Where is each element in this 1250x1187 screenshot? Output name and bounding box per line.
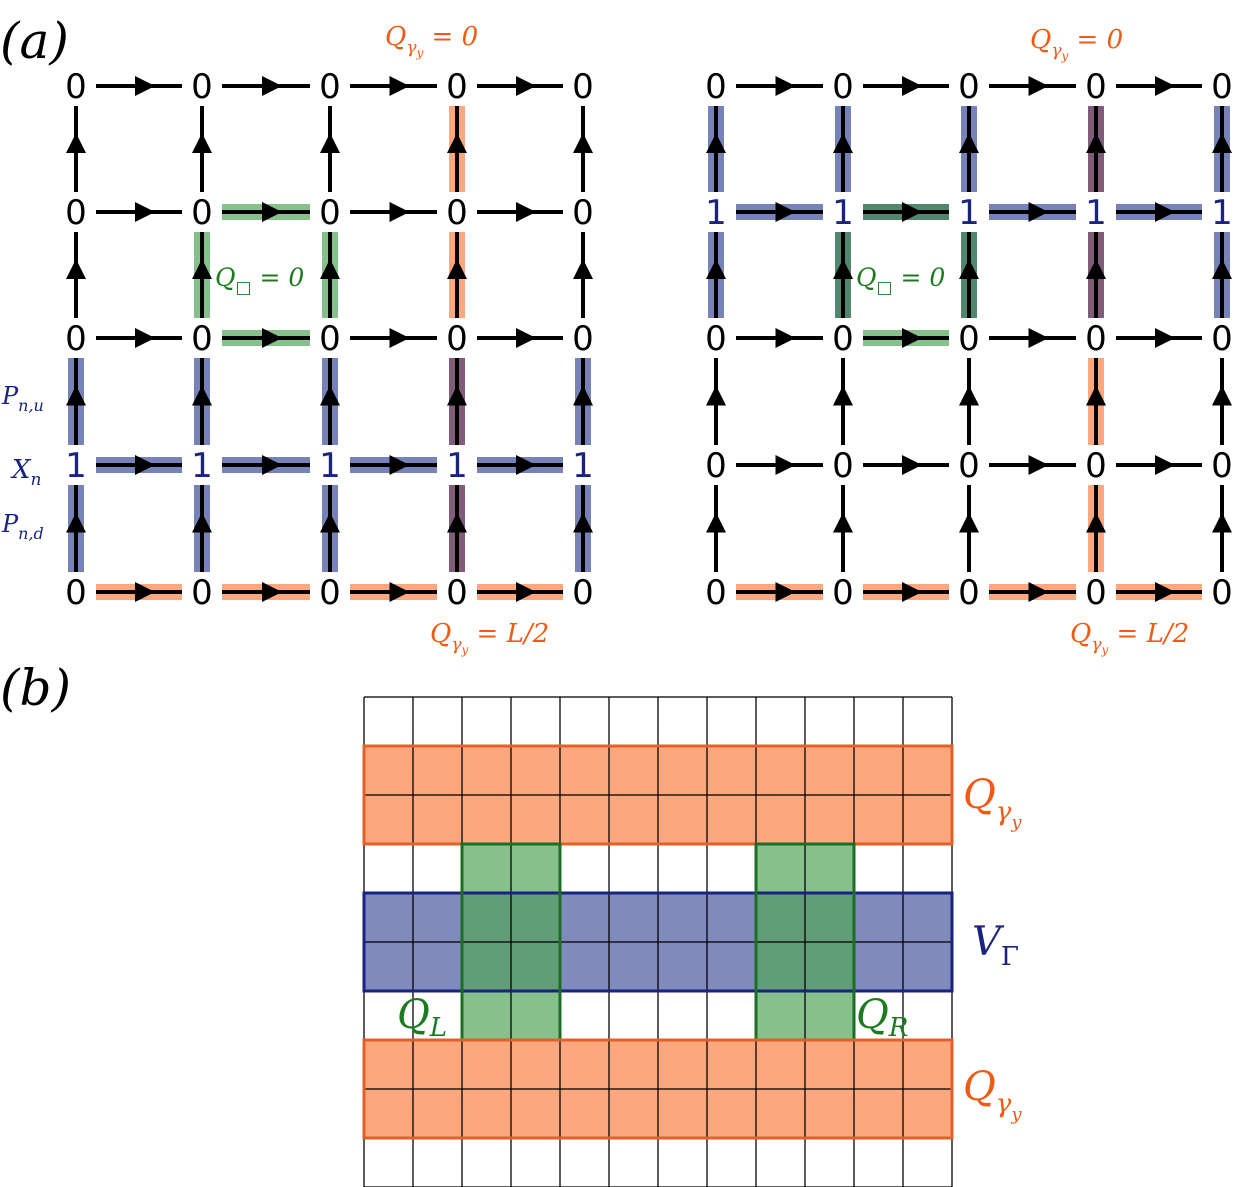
node-value: 0 [191, 193, 213, 233]
node-value: 0 [191, 319, 213, 359]
node-value: 1 [191, 446, 213, 486]
node-value: 1 [958, 193, 980, 233]
node-value: 0 [319, 319, 341, 359]
left-lattice: 0 0 0 0 0 0 0 0 0 0 0 0 0 0 0 1 1 1 1 1 0 0 0 0 0 [65, 67, 594, 613]
panel-a-tag: (a) [0, 12, 69, 70]
node-value: 0 [958, 446, 980, 486]
node-value: 0 [446, 573, 468, 613]
node-value: 0 [832, 319, 854, 359]
right-nodes: 0 0 0 0 0 1 1 1 1 1 0 0 0 0 0 0 0 0 0 0 0 0 0 0 0 [705, 67, 1233, 613]
node-value: 0 [705, 319, 727, 359]
node-value: 0 [65, 67, 87, 107]
node-value: 1 [446, 446, 468, 486]
node-value: 1 [832, 193, 854, 233]
node-value: 0 [832, 573, 854, 613]
panel-b-tag: (b) [0, 659, 71, 717]
node-value: 0 [1085, 446, 1107, 486]
node-value: 0 [1211, 573, 1233, 613]
band-outline [362, 744, 954, 846]
node-value: 0 [65, 573, 87, 613]
p-n-d-label: Pn,d [1, 510, 44, 543]
node-value: 0 [1085, 67, 1107, 107]
node-value: 0 [705, 573, 727, 613]
node-value: 0 [1211, 446, 1233, 486]
node-value: 0 [572, 319, 594, 359]
node-value: 0 [446, 193, 468, 233]
left-q-gamma-bottom-label: Qγy = L/2 [430, 619, 549, 657]
left-edges [66, 76, 593, 602]
panel-b-grid [362, 696, 954, 1187]
node-value: 0 [572, 573, 594, 613]
left-q-box-label: Q□ = 0 [215, 263, 304, 298]
node-value: 0 [958, 319, 980, 359]
node-value: 1 [572, 446, 594, 486]
node-value: 0 [446, 319, 468, 359]
band-outline [362, 1038, 954, 1140]
b-q-gamma-top-label: Qγy [963, 772, 1022, 833]
node-value: 0 [191, 573, 213, 613]
left-nodes: 0 0 0 0 0 0 0 0 0 0 0 0 0 0 0 1 1 1 1 1 0 0 0 0 0 [65, 67, 594, 613]
node-value: 0 [832, 67, 854, 107]
node-value: 0 [191, 67, 213, 107]
q-right-label: QR [856, 992, 908, 1043]
node-value: 0 [572, 67, 594, 107]
node-value: 0 [705, 446, 727, 486]
node-value: 0 [319, 193, 341, 233]
right-lattice: 0 0 0 0 0 1 1 1 1 1 0 0 0 0 0 0 0 0 0 0 0 0 0 0 0 [705, 67, 1233, 613]
node-value: 1 [705, 193, 727, 233]
x-n-label: Xn [10, 455, 41, 490]
node-value: 0 [65, 319, 87, 359]
band-outline [362, 891, 954, 993]
node-value: 0 [832, 446, 854, 486]
node-value: 0 [705, 67, 727, 107]
node-value: 0 [65, 193, 87, 233]
right-q-gamma-top-label: Qγy = 0 [1030, 25, 1123, 63]
p-n-u-label: Pn,u [1, 382, 44, 415]
v-gamma-label: VΓ [972, 919, 1019, 972]
node-value: 0 [319, 67, 341, 107]
node-value: 1 [65, 446, 87, 486]
right-q-box-label: Q□ = 0 [856, 263, 945, 298]
node-value: 0 [319, 573, 341, 613]
q-left-label: QL [397, 992, 447, 1043]
node-value: 0 [1211, 67, 1233, 107]
node-value: 0 [1211, 319, 1233, 359]
left-q-gamma-top-label: Qγy = 0 [385, 22, 478, 60]
right-edges [706, 76, 1232, 602]
node-value: 0 [572, 193, 594, 233]
node-value: 1 [319, 446, 341, 486]
node-value: 1 [1211, 193, 1233, 233]
node-value: 0 [1085, 319, 1107, 359]
node-value: 0 [958, 573, 980, 613]
node-value: 0 [958, 67, 980, 107]
node-value: 0 [446, 67, 468, 107]
node-value: 0 [1085, 573, 1107, 613]
right-q-gamma-bottom-label: Qγy = L/2 [1070, 619, 1189, 657]
node-value: 1 [1085, 193, 1107, 233]
b-q-gamma-bottom-label: Qγy [963, 1064, 1022, 1125]
